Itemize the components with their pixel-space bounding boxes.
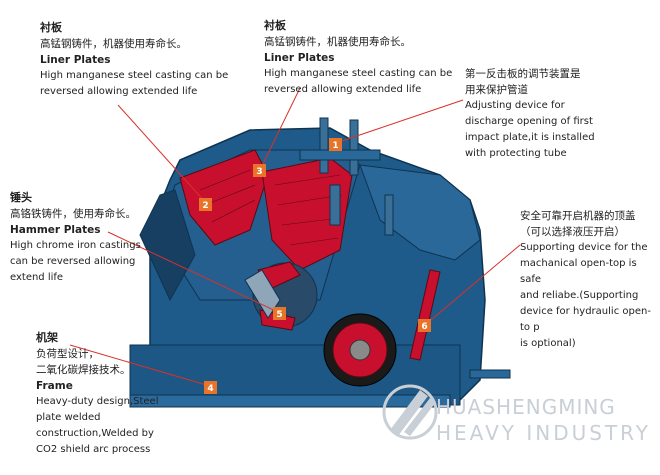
callout-title-cn: 衬板 bbox=[40, 21, 62, 34]
callout-adjusting-device: 第一反击板的调节装置是 用来保护管道 Adjusting device for … bbox=[465, 66, 595, 162]
callout-badge-6: 6 bbox=[418, 319, 431, 332]
callout-desc-en-line: Heavy-duty design,Steel bbox=[36, 396, 159, 407]
svg-text:1: 1 bbox=[332, 141, 338, 151]
callout-desc-en-line: High manganese steel casting can be bbox=[40, 70, 229, 81]
callout-desc-en-line: machanical open-top is safe bbox=[520, 258, 637, 285]
svg-text:6: 6 bbox=[421, 322, 427, 332]
callout-desc-en-line: can be reversed allowing bbox=[10, 256, 136, 267]
callout-desc-en-line: is optional) bbox=[520, 338, 576, 349]
callout-title-cn: 衬板 bbox=[264, 19, 286, 32]
callout-title-cn: 锤头 bbox=[10, 191, 32, 204]
callout-desc-en-line: device for hydraulic open-to p bbox=[520, 306, 651, 333]
leader-lines bbox=[69, 87, 521, 387]
callout-desc-en-line: construction,Welded by bbox=[36, 428, 154, 439]
callout-desc-cn: 二氧化碳焊接技术。 bbox=[36, 364, 131, 376]
callout-desc-cn: （可以选择液压开启） bbox=[520, 226, 625, 238]
callout-liner-middle: 衬板 高锰钢铸件，机器使用寿命长。 Liner Plates High mang… bbox=[264, 18, 452, 98]
watermark-subtitle: HEAVY INDUSTRY bbox=[436, 421, 651, 445]
adjusting-rods bbox=[299, 117, 394, 236]
callout-desc-en-line: Supporting device for the bbox=[520, 242, 648, 253]
rotor-hammer-assembly bbox=[244, 261, 318, 331]
callout-title-en: Frame bbox=[36, 380, 73, 392]
callout-desc-en-line: and reliabe.(Supporting bbox=[520, 290, 639, 301]
watermark-brand: HUASHENGMING bbox=[436, 395, 616, 419]
callout-desc-cn: 高铬铁铸件，使用寿命长。 bbox=[10, 208, 136, 220]
liner-plates bbox=[179, 149, 353, 271]
callout-desc-en-line: impact plate,it is installed bbox=[465, 132, 595, 143]
callout-title-cn: 安全可靠开启机器的顶盖 bbox=[520, 210, 636, 222]
callout-badge-2: 2 bbox=[199, 198, 212, 211]
callout-title-en: Liner Plates bbox=[40, 54, 111, 66]
callout-frame: 机架 负荷型设计， 二氧化碳焊接技术。 Frame Heavy-duty des… bbox=[36, 330, 158, 458]
callout-support-device: 安全可靠开启机器的顶盖 （可以选择液压开启） Supporting device… bbox=[520, 208, 660, 352]
callout-liner-left: 衬板 高锰钢铸件，机器使用寿命长。 Liner Plates High mang… bbox=[40, 20, 228, 100]
svg-text:2: 2 bbox=[202, 201, 208, 211]
open-top-support bbox=[409, 269, 511, 379]
svg-text:3: 3 bbox=[256, 167, 262, 177]
callout-desc-en-line: plate welded bbox=[36, 412, 101, 423]
callout-title-en: Liner Plates bbox=[264, 52, 335, 64]
callout-desc-en-line: extend life bbox=[10, 272, 64, 283]
callout-desc-cn: 负荷型设计， bbox=[36, 348, 99, 360]
callout-desc-en-line: reversed allowing extended life bbox=[264, 84, 422, 95]
pulley-wheel bbox=[323, 313, 397, 387]
callout-desc-en-line: High manganese steel casting can be bbox=[264, 68, 453, 79]
callout-desc-en-line: High chrome iron castings bbox=[10, 240, 141, 251]
callout-hammer-plates: 锤头 高铬铁铸件，使用寿命长。 Hammer Plates High chrom… bbox=[10, 190, 141, 286]
brand-logo bbox=[382, 384, 438, 440]
callout-desc-en-line: reversed allowing extended life bbox=[40, 86, 198, 97]
callout-desc-en-line: CO2 shield arc process bbox=[36, 444, 151, 455]
callout-badge-5: 5 bbox=[273, 307, 286, 320]
callout-desc-cn: 高锰钢铸件，机器使用寿命长。 bbox=[264, 36, 411, 48]
svg-text:5: 5 bbox=[276, 310, 282, 320]
callout-desc-en-line: discharge opening of first bbox=[465, 116, 593, 127]
callout-badge-1: 1 bbox=[329, 138, 342, 151]
callout-desc-en-line: with protecting tube bbox=[465, 148, 567, 159]
callout-desc-en-line: Adjusting device for bbox=[465, 100, 565, 111]
callout-title-cn: 第一反击板的调节装置是 bbox=[465, 68, 581, 80]
callout-badge-3: 3 bbox=[253, 164, 266, 177]
callout-desc-cn: 高锰钢铸件，机器使用寿命长。 bbox=[40, 38, 187, 50]
callout-title-en: Hammer Plates bbox=[10, 224, 101, 236]
callout-desc-cn: 用来保护管道 bbox=[465, 84, 528, 96]
callout-title-cn: 机架 bbox=[36, 331, 58, 344]
callout-badge-4: 4 bbox=[204, 381, 217, 394]
svg-text:4: 4 bbox=[207, 384, 213, 394]
